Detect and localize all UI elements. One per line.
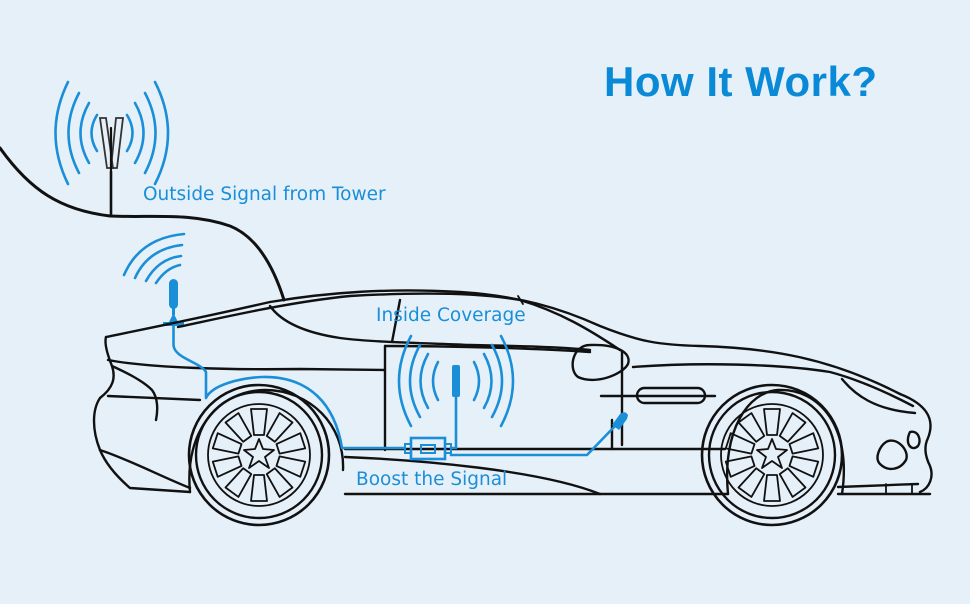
inside-antenna-cable [449,393,458,450]
front-wheel [700,383,844,527]
rear-wheel-spokes [211,408,307,502]
cell-tower-icon [54,80,170,218]
boost-signal-label: Boost the Signal [356,469,508,490]
inside-coverage-label: Inside Coverage [376,305,526,326]
outside-antenna-icon [122,232,186,326]
device-antenna-icon [612,412,628,430]
rear-wheel [187,383,331,527]
front-wheel-spokes [724,408,820,502]
outside-antenna-cable [172,324,407,450]
outside-signal-label: Outside Signal from Tower [143,184,386,205]
page-title: How It Work? [604,58,878,105]
device-antenna-cable [449,422,619,457]
hill-line [0,146,286,302]
inside-antenna-icon [397,334,515,428]
